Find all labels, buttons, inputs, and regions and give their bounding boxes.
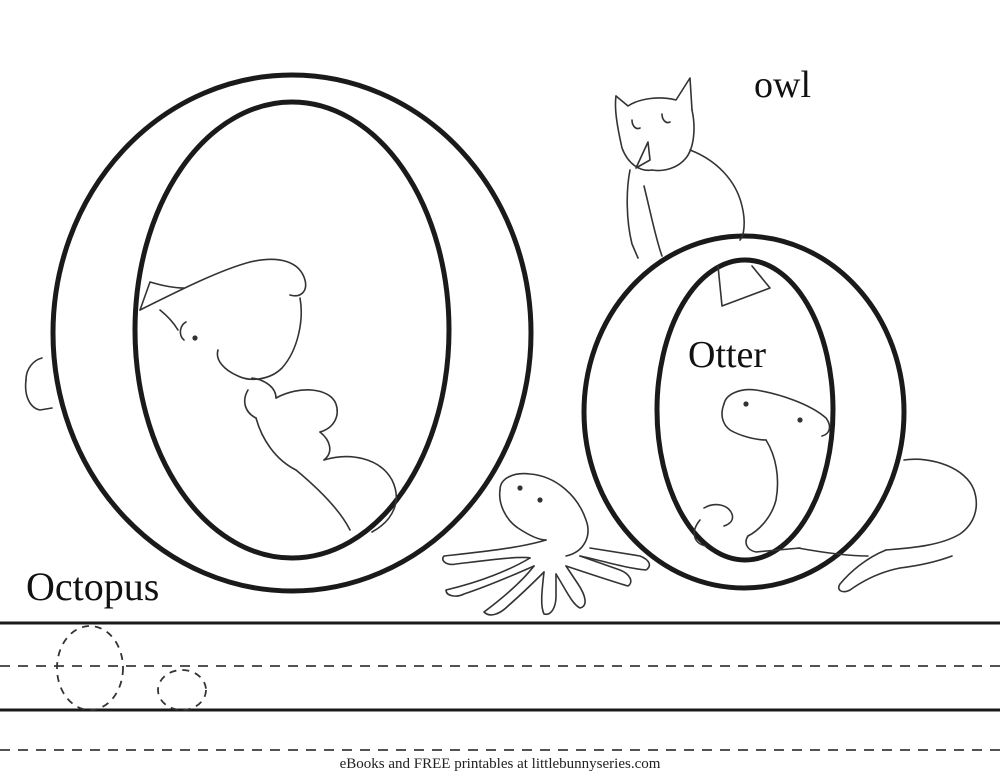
otter-small-drawing-icon xyxy=(693,388,831,553)
trace-uppercase-o xyxy=(56,625,124,711)
otter-label: Otter xyxy=(688,334,767,376)
uppercase-o-outer-ring xyxy=(50,72,534,594)
handwriting-guide-lines xyxy=(0,621,1000,751)
footer-credit: eBooks and FREE printables at littlebunn… xyxy=(0,756,1000,773)
uppercase-o-inner-ring xyxy=(132,99,452,561)
trace-lowercase-o xyxy=(157,669,207,711)
footer-text: eBooks and FREE printables at littlebunn… xyxy=(339,756,661,772)
otter-drawing-icon xyxy=(24,258,397,533)
owl-label: owl xyxy=(754,64,811,106)
owl-drawing-icon xyxy=(614,77,771,307)
uppercase-o-letter xyxy=(50,72,534,594)
lowercase-o-letter xyxy=(581,233,907,591)
octopus-drawing-icon xyxy=(441,472,651,616)
tail-drawing-icon xyxy=(797,458,978,593)
lowercase-o-inner-ring xyxy=(654,257,836,563)
octopus-label: Octopus xyxy=(26,564,160,609)
lowercase-o-outer-ring xyxy=(581,233,907,591)
tracing-letters xyxy=(56,625,207,711)
